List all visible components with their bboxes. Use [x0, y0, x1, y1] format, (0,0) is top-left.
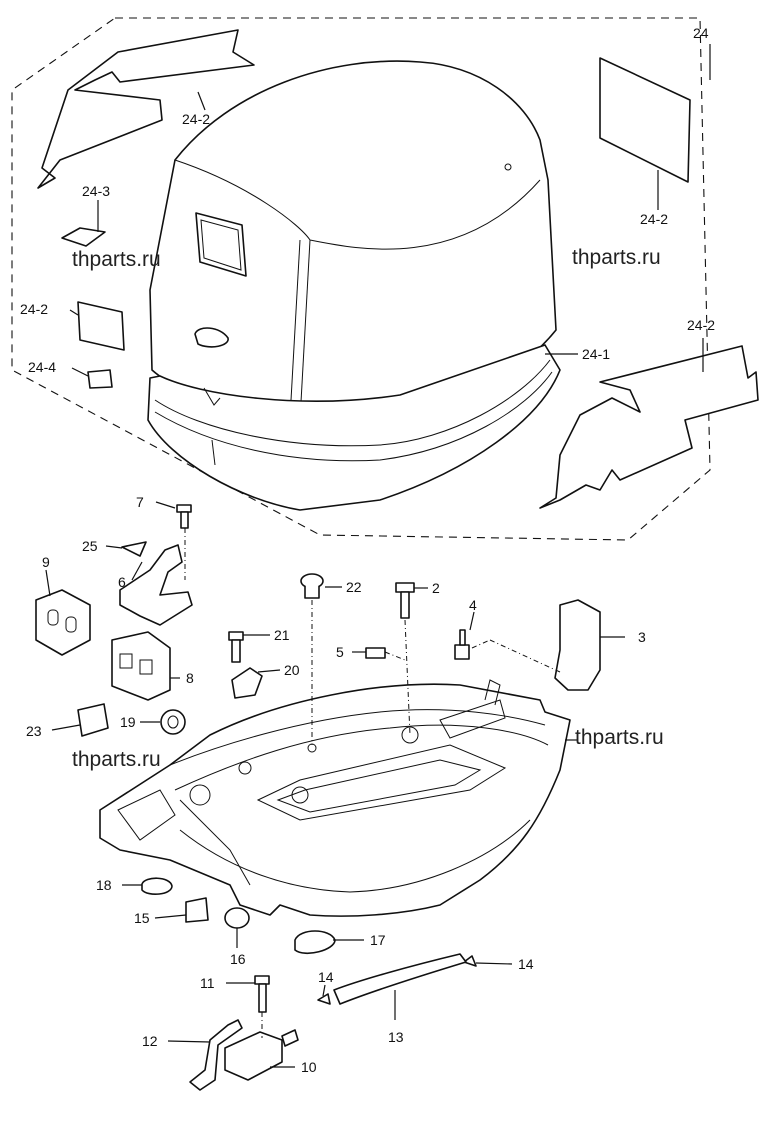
label-24-2-left: 24-2	[20, 301, 48, 317]
label-7: 7	[136, 494, 144, 510]
top-cover	[149, 60, 557, 421]
decal-24-2-top-right	[599, 57, 691, 183]
watermark-mid-left: thparts.ru	[72, 748, 161, 771]
part-25-clip	[121, 541, 147, 557]
label-25: 25	[82, 538, 98, 554]
label-3: 3	[638, 629, 646, 645]
part-10-fuel-connector	[224, 1029, 299, 1081]
label-8: 8	[186, 670, 194, 686]
part-21-bolt	[228, 631, 244, 663]
label-24: 24	[693, 25, 709, 41]
decal-24-2-left	[77, 301, 125, 351]
callout-labels: 24 24-2 24-2 24-2 24-2 24-3 24-4 24-1 7 …	[20, 25, 715, 1075]
part-13-hose	[333, 953, 467, 1005]
label-21: 21	[274, 627, 290, 643]
label-4: 4	[469, 597, 477, 613]
watermark-mid-right: thparts.ru	[575, 726, 664, 749]
watermark-top-left: thparts.ru	[72, 248, 161, 271]
part-17-grommet	[294, 930, 336, 955]
label-14-right: 14	[518, 956, 534, 972]
label-24-3: 24-3	[82, 183, 110, 199]
part-20-bracket	[231, 667, 263, 699]
part-19-grommet	[160, 709, 186, 735]
watermark-top-right: thparts.ru	[572, 246, 661, 269]
label-24-2-right-top: 24-2	[640, 211, 668, 227]
label-17: 17	[370, 932, 386, 948]
part-11-bolt	[254, 975, 270, 1013]
label-24-1: 24-1	[582, 346, 610, 362]
label-5: 5	[336, 644, 344, 660]
decal-24-2-right	[539, 345, 759, 509]
label-24-2-right: 24-2	[687, 317, 715, 333]
label-15: 15	[134, 910, 150, 926]
label-13: 13	[388, 1029, 404, 1045]
seal-24-1	[147, 344, 561, 511]
decal-24-3	[61, 227, 106, 247]
part-3-bracket	[554, 599, 601, 691]
label-19: 19	[120, 714, 136, 730]
part-15-clip	[185, 897, 209, 923]
label-9: 9	[42, 554, 50, 570]
part-2-bolt	[395, 582, 415, 619]
label-11: 11	[200, 975, 215, 991]
label-14-left: 14	[318, 969, 334, 985]
part-12-lever	[189, 1019, 243, 1091]
watermarks: thparts.ru thparts.ru thparts.ru thparts…	[72, 246, 664, 771]
label-16: 16	[230, 951, 246, 967]
label-6: 6	[118, 574, 126, 590]
label-22: 22	[346, 579, 362, 595]
part-23-decal	[77, 703, 109, 737]
label-24-2-top: 24-2	[182, 111, 210, 127]
bottom-cover	[99, 679, 571, 917]
label-23: 23	[26, 723, 42, 739]
part-9-grommet	[35, 589, 91, 656]
decal-24-2-top-left	[37, 29, 255, 189]
part-4-screw	[454, 629, 470, 660]
decal-24-4	[87, 369, 113, 389]
label-2: 2	[432, 580, 440, 596]
part-16-cap	[224, 907, 250, 929]
part-14-clamp-b	[463, 955, 477, 967]
part-6-bracket	[119, 544, 193, 626]
part-22-plug	[300, 573, 324, 599]
group-24-boundary	[11, 17, 711, 541]
label-10: 10	[301, 1059, 317, 1075]
part-8-grommet	[111, 631, 171, 701]
part-7-bolt	[176, 504, 192, 529]
label-20: 20	[284, 662, 300, 678]
label-24-4: 24-4	[28, 359, 56, 375]
label-12: 12	[142, 1033, 158, 1049]
part-18-grommet	[141, 877, 173, 895]
label-18: 18	[96, 877, 112, 893]
part-5-screw	[365, 647, 386, 659]
part-14-clamp-a	[317, 993, 331, 1005]
